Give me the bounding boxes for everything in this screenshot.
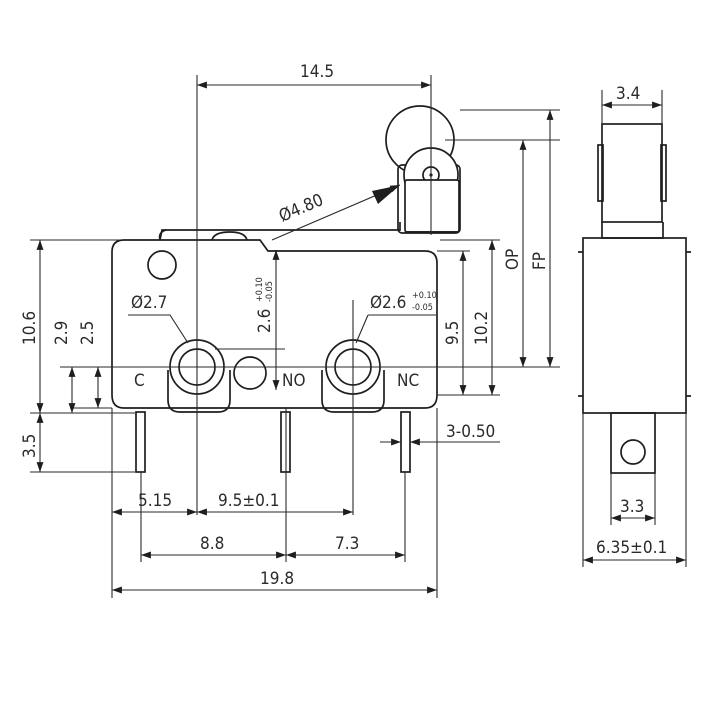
dim-left-verticals: [30, 239, 135, 473]
label-hole-height-tol-upper: +0.10: [255, 277, 265, 302]
label-3-5: 3.5: [20, 434, 40, 458]
label-5-15: 5.15: [138, 491, 172, 511]
label-hole-left: Ø2.7: [131, 293, 167, 313]
label-terminal-no: NO: [282, 371, 305, 391]
side-dims: [582, 90, 687, 567]
label-hole-height-tol-lower: -0.05: [265, 281, 275, 302]
label-hole-right: Ø2.6: [370, 293, 406, 313]
label-pin-width: 3-0.50: [446, 422, 495, 442]
label-terminal-c: C: [134, 371, 145, 391]
label-hole-height: 2.6: [255, 309, 275, 333]
label-14-5: 14.5: [300, 62, 334, 82]
label-3-3: 3.3: [620, 497, 644, 517]
dim-hole-height: [215, 249, 285, 390]
lever-arm: [158, 222, 401, 241]
dim-roller-diameter: [271, 184, 401, 241]
roller: [385, 105, 461, 234]
label-terminal-nc: NC: [397, 371, 419, 391]
label-2-9: 2.9: [52, 321, 72, 345]
label-6-35: 6.35±0.1: [596, 538, 667, 558]
label-9-5-pitch: 9.5±0.1: [218, 491, 279, 511]
label-8-8: 8.8: [200, 534, 224, 554]
label-hole-right-tol-upper: +0.10: [412, 291, 437, 301]
label-7-3: 7.3: [335, 534, 359, 554]
label-op: OP: [503, 249, 523, 270]
label-10-2: 10.2: [472, 311, 492, 345]
label-9-5: 9.5: [443, 321, 463, 345]
dim-hole-right-leader: [355, 314, 436, 344]
label-hole-right-tol-lower: -0.05: [412, 303, 433, 313]
label-fp: FP: [530, 252, 550, 270]
label-10-6: 10.6: [20, 311, 40, 345]
dim-hole-left-leader: [128, 314, 189, 344]
label-3-4: 3.4: [616, 84, 640, 104]
side-view: [578, 123, 691, 474]
dim-heights-right: [437, 239, 500, 396]
label-roller-diameter: Ø4.80: [276, 190, 326, 226]
label-19-8: 19.8: [260, 569, 294, 589]
dim-bottom-horizontals: [111, 408, 438, 598]
label-2-5: 2.5: [78, 321, 98, 345]
terminal-pins: [135, 411, 411, 473]
